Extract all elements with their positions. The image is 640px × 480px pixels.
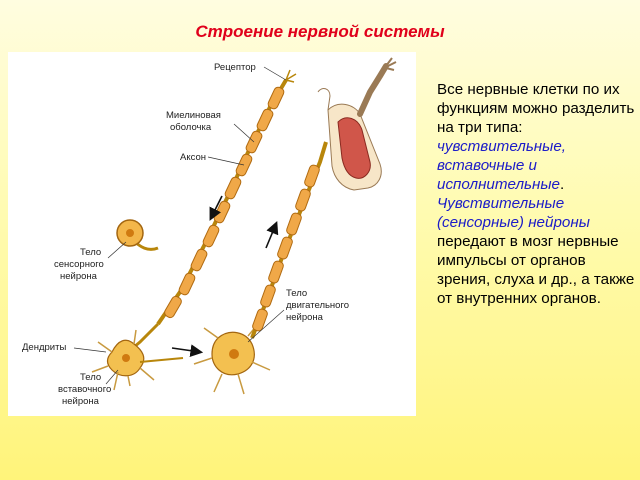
label-sensory-line1: Тело — [80, 247, 101, 258]
label-motor-line1: Тело — [286, 288, 307, 299]
sensory-neuron-body — [116, 219, 159, 251]
label-inter-line3: нейрона — [62, 396, 100, 407]
description-rest: передают в мозг нервные импульсы от орга… — [437, 233, 635, 307]
label-axon: Аксон — [180, 152, 206, 163]
neuron-diagram-panel: Рецептор Миелиновая оболочка Аксон Тело … — [8, 52, 416, 416]
arm-illustration — [317, 57, 397, 191]
description-text: Все нервные клетки по их функциям можно … — [437, 80, 637, 308]
interneuron — [91, 322, 184, 391]
impulse-arrow-right — [171, 344, 204, 357]
impulse-arrow-down — [209, 195, 223, 221]
motor-neuron-body — [193, 323, 271, 395]
label-dendrites: Дендриты — [22, 342, 66, 353]
label-motor-line3: нейрона — [286, 312, 324, 323]
sensory-axon — [156, 69, 297, 326]
label-inter-line1: Тело — [80, 372, 101, 383]
label-receptor: Рецептор — [214, 62, 256, 73]
description-intro: Все нервные клетки по их функциям можно … — [437, 81, 635, 136]
slide-title: Строение нервной системы — [195, 22, 445, 41]
description-dot: . — [560, 176, 565, 193]
label-sensory-line2: сенсорного — [54, 259, 104, 270]
neuron-types-highlight: чувствительные, вставочные и исполнитель… — [437, 138, 567, 193]
label-myelin-line2: оболочка — [170, 122, 212, 133]
label-motor-line2: двигательного — [286, 300, 349, 311]
sensory-neurons-highlight: Чувствительные (сенсорные) нейроны — [437, 195, 590, 231]
diagram-labels: Рецептор Миелиновая оболочка Аксон Тело … — [22, 62, 349, 407]
motor-axon — [250, 141, 328, 339]
label-myelin-line1: Миелиновая — [166, 110, 221, 121]
impulse-arrow-up — [265, 221, 279, 249]
label-sensory-line3: нейрона — [60, 271, 98, 282]
label-inter-line2: вставочного — [58, 384, 111, 395]
neuron-diagram: Рецептор Миелиновая оболочка Аксон Тело … — [22, 57, 397, 407]
